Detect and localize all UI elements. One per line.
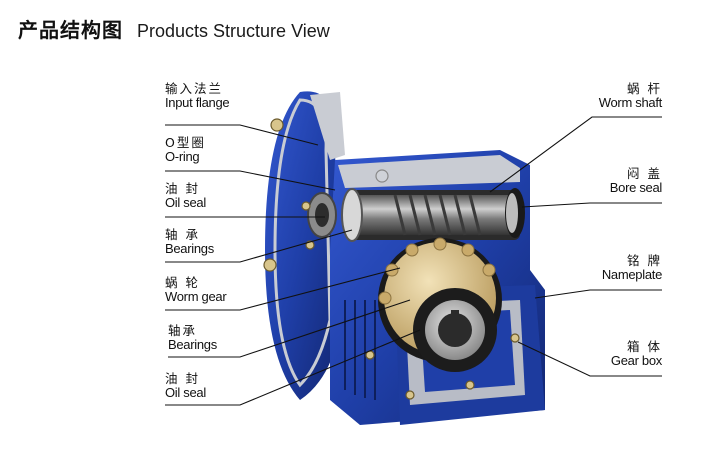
label-zh: 蜗 杆 bbox=[627, 81, 662, 96]
label-en: Worm shaft bbox=[598, 94, 663, 110]
label-en: Oil seal bbox=[165, 194, 206, 210]
label-oil-seal-lower: 油 封 Oil seal bbox=[165, 372, 206, 400]
label-en: Bearings bbox=[165, 240, 214, 256]
label-en: Bore seal bbox=[609, 179, 663, 195]
title-chinese: 产品结构图 bbox=[18, 18, 123, 42]
worm-shaft bbox=[307, 188, 525, 242]
label-zh: 铭 牌 bbox=[627, 253, 662, 268]
label-en: Input flange bbox=[165, 94, 230, 110]
label-oil-seal-upper: 油 封 Oil seal bbox=[165, 182, 206, 210]
label-zh: O型圈 bbox=[165, 135, 206, 150]
label-nameplate: 铭 牌 Nameplate bbox=[602, 254, 662, 282]
label-en: Gear box bbox=[610, 352, 662, 368]
page-title: 产品结构图 Products Structure View bbox=[18, 14, 330, 43]
label-zh: 油 封 bbox=[165, 371, 200, 386]
label-bearings-upper: 轴 承 Bearings bbox=[165, 228, 214, 256]
leader-lines bbox=[165, 116, 662, 406]
label-zh: 轴 承 bbox=[165, 227, 200, 242]
input-flange bbox=[265, 91, 345, 400]
label-en: Oil seal bbox=[165, 384, 206, 400]
label-zh: 闷 盖 bbox=[627, 166, 662, 181]
label-en: Bearings bbox=[168, 336, 217, 352]
label-en: Worm gear bbox=[165, 288, 227, 304]
label-worm-shaft: 蜗 杆 Worm shaft bbox=[598, 81, 663, 110]
label-zh: 油 封 bbox=[165, 181, 200, 196]
label-en: Nameplate bbox=[601, 266, 662, 282]
label-input-flange: 输入法兰 Input flange bbox=[165, 81, 230, 110]
label-bore-seal: 闷 盖 Bore seal bbox=[609, 166, 663, 195]
label-zh: 箱 体 bbox=[627, 339, 662, 354]
label-zh: 输入法兰 bbox=[165, 81, 224, 96]
bolts bbox=[263, 118, 520, 400]
label-gear-box: 箱 体 Gear box bbox=[611, 340, 662, 368]
label-bearings-lower: 轴承 Bearings bbox=[168, 324, 217, 352]
label-en: O-ring bbox=[165, 148, 200, 164]
label-o-ring: O型圈 O-ring bbox=[165, 136, 206, 164]
worm-gear bbox=[378, 237, 502, 372]
label-worm-gear: 蜗 轮 Worm gear bbox=[165, 275, 227, 304]
label-zh: 蜗 轮 bbox=[165, 275, 200, 290]
title-english: Products Structure View bbox=[137, 21, 330, 41]
label-zh: 轴承 bbox=[168, 323, 198, 338]
